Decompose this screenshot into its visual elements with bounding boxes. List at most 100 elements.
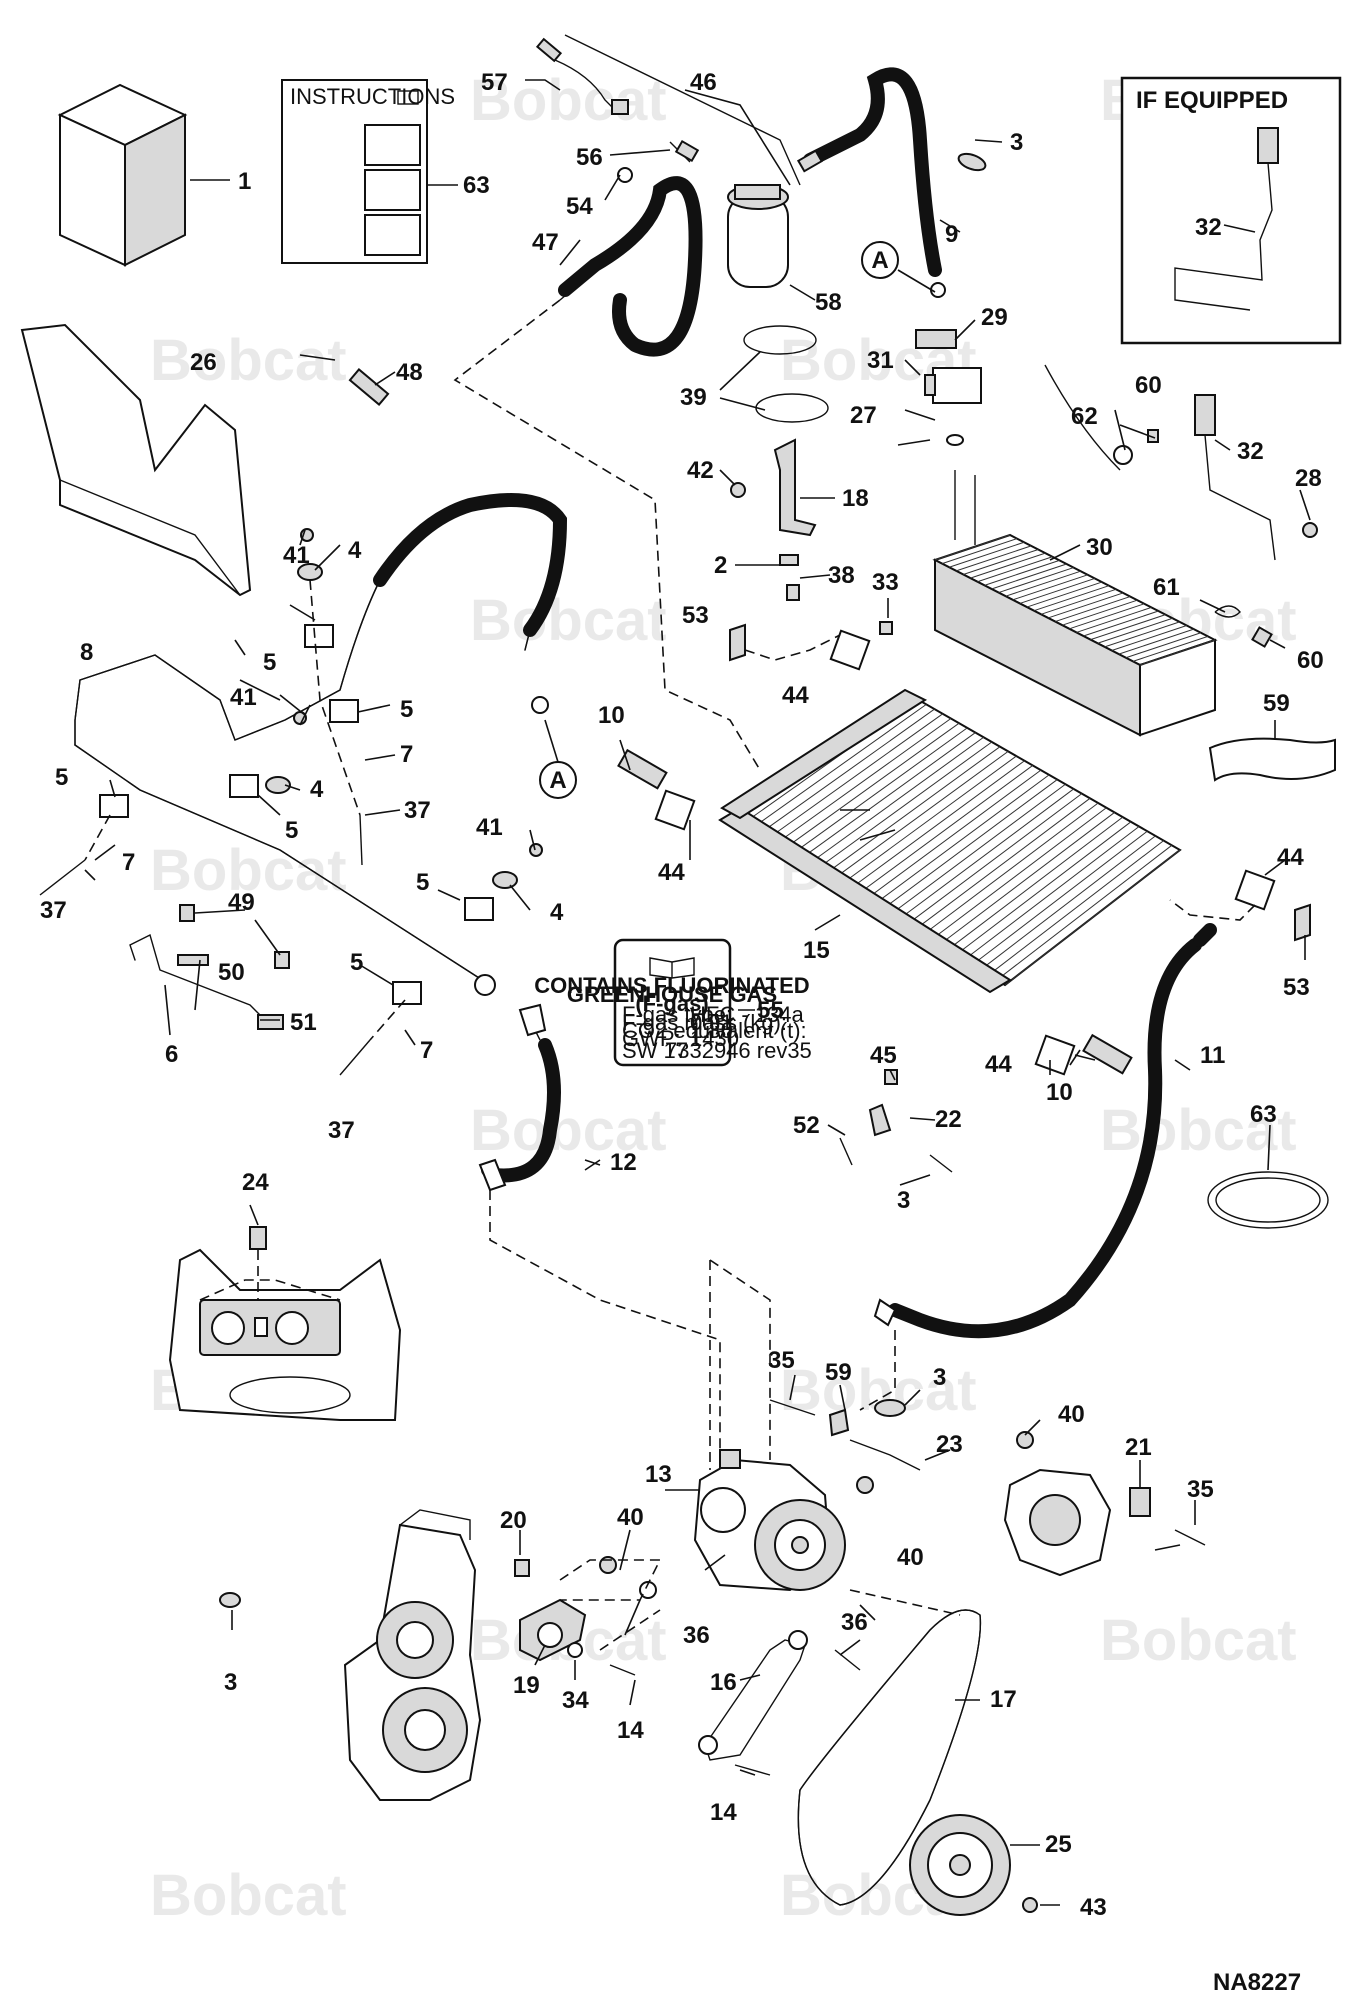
callout-33: 33 [872,569,899,596]
evaporator-fin [1111,625,1187,651]
callout-37c: 37 [328,1117,355,1144]
callout-61: 61 [1153,574,1180,601]
decal-footer-left: SW 17 [622,1038,688,1063]
callout-30: 30 [1086,534,1113,561]
marker-a-label: A [871,247,888,274]
evaporator-fin [948,541,1025,568]
part-mounts-left [39,528,543,1076]
part-belt-guard [698,1630,861,1776]
decal-row-value: 1.30 [690,1018,733,1043]
part-line-8 [74,493,568,1037]
callout-12: 12 [610,1149,637,1176]
condenser-fin [803,732,976,857]
condenser-fin [779,718,952,842]
part-hose-9 [796,67,946,298]
decal-row-label: GWP: [622,1026,681,1051]
callout-49: 49 [228,889,255,916]
decal-row-value: 0.91 [690,1010,733,1035]
decal-line-2: GREENHOUSE GAS [567,982,777,1007]
callout-63b: 63 [1250,1101,1277,1128]
callout-32: 32 [1195,214,1222,241]
marker-a-top: A [861,241,936,293]
callout-4c: 4 [550,899,564,926]
evaporator-fin [1012,574,1088,601]
condenser-fin [980,835,1156,970]
callout-54: 54 [566,193,593,220]
callout-10: 10 [598,702,625,729]
callout-3c: 3 [933,1364,946,1391]
callout-3b: 3 [897,1187,910,1214]
callout-6: 6 [165,1041,178,1068]
evaporator-fin [977,556,1053,583]
condenser-fin [852,760,1025,888]
decal-row-value: HFC - 134a [690,1002,804,1027]
callout-5f: 5 [350,949,363,976]
part-compressor-hardware [219,1399,921,1608]
condenser-fin [868,769,1042,898]
callout-44c: 44 [1277,844,1304,871]
evaporator-fin [1026,581,1103,608]
evaporator-fin [1047,592,1124,619]
callout-50: 50 [218,959,245,986]
marker-a-label: A [549,767,566,794]
decal-row-label: F-gas type: [622,1002,732,1027]
decal-row-value: 1430 [690,1026,739,1051]
callout-37: 37 [404,797,431,824]
callout-19: 19 [513,1672,540,1699]
callout-40c: 40 [617,1504,644,1531]
part-condenser [718,688,1182,994]
callout-27: 27 [850,402,877,429]
evaporator-fins [934,534,1216,666]
callout-37b: 37 [40,897,67,924]
part-tubing-coil [1207,1171,1329,1229]
callout-3: 3 [1010,129,1023,156]
part-tags-10 [617,748,1133,1075]
evaporator-fin [1104,621,1180,648]
evaporator-fin [941,538,1018,565]
callout-59b: 59 [825,1359,852,1386]
if-equipped-title: IF EQUIPPED [1136,87,1288,114]
evaporator-fin [1033,585,1110,612]
part-clips-60-61-62 [1113,429,1273,648]
part-drive-belt [797,1609,982,1906]
callout-4b: 4 [310,776,324,803]
evaporator-fin [1139,639,1216,666]
callout-21: 21 [1125,1434,1152,1461]
decal-line-1: CONTAINS FLUORINATED [534,973,809,998]
callout-18: 18 [842,485,869,512]
callout-35: 35 [768,1347,795,1374]
part-pulley [909,1814,1038,1916]
callout-55: 55 [757,997,784,1024]
callout-44: 44 [782,682,809,709]
condenser-fin [932,807,1107,940]
callout-17: 17 [990,1686,1017,1713]
callout-45: 45 [870,1042,897,1069]
evaporator-fin [963,549,1039,575]
part-compressor [693,1449,846,1592]
condenser-fin [940,812,1115,945]
callout-62: 62 [1071,403,1098,430]
callout-28: 28 [1295,465,1322,492]
part-clamp-3-top [957,152,987,172]
part-foam-strip [1208,737,1336,782]
condenser-fin [836,750,1009,878]
callout-9: 9 [945,221,958,248]
condenser-fin [996,844,1173,981]
part-instructions-sheet: INSTRUCTIONS [281,79,458,264]
condenser-fin [795,727,968,852]
callout-29: 29 [981,304,1008,331]
condenser-fin [916,797,1091,929]
part-harness-32 [1044,364,1318,561]
condenser-fin [771,713,944,837]
callout-56: 56 [576,144,603,171]
watermark: Bobcat [150,328,347,393]
condenser-fin [860,765,1034,893]
condenser-fin [1004,849,1181,986]
condenser-fins [739,694,1181,986]
callout-41b: 41 [230,684,257,711]
condenser-fin [892,783,1066,914]
callout-59: 59 [1263,690,1290,717]
condenser-fin [972,830,1148,965]
decal-row-label: CO2 equivalent (t): [622,1018,807,1043]
